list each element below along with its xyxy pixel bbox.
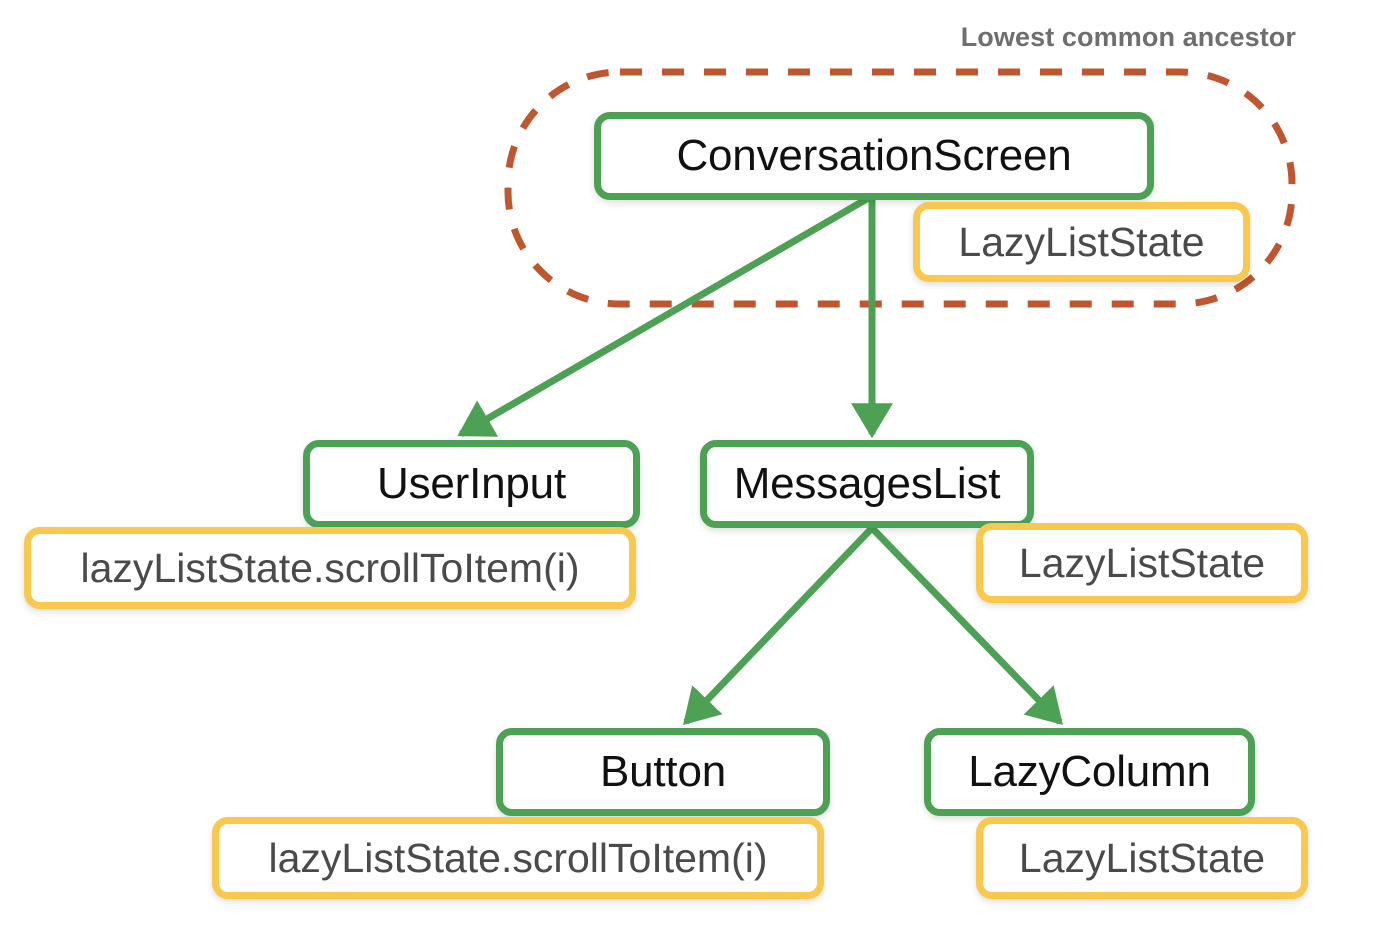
badge-messages-list-lazyliststate[interactable]: LazyListState [976, 523, 1308, 603]
badge-messages-list-label: LazyListState [1018, 539, 1266, 586]
badge-user-input-scroll-to-item[interactable]: lazyListState.scrollToItem(i) [24, 527, 636, 609]
lowest-common-ancestor-caption: Lowest common ancestor [960, 22, 1296, 52]
node-lazy-column[interactable]: LazyColumn [924, 728, 1255, 816]
node-button[interactable]: Button [496, 728, 830, 816]
node-lazy-column-label: LazyColumn [968, 747, 1211, 796]
badge-lazy-column-label: LazyListState [1018, 834, 1266, 881]
node-conversation-screen[interactable]: ConversationScreen [594, 112, 1154, 200]
edge-messageslist-to-button [683, 525, 875, 726]
node-conversation-screen-label: ConversationScreen [676, 131, 1072, 180]
badge-button-label: lazyListState.scrollToItem(i) [268, 834, 768, 881]
node-user-input-label: UserInput [377, 459, 566, 508]
badge-conversation-screen-label: LazyListState [958, 218, 1205, 265]
badge-lazy-column-lazyliststate[interactable]: LazyListState [976, 817, 1308, 899]
node-messages-list-label: MessagesList [733, 459, 1001, 508]
node-messages-list[interactable]: MessagesList [700, 440, 1034, 528]
badge-conversation-screen-lazyliststate[interactable]: LazyListState [913, 202, 1250, 282]
edge-conversationscreen-to-userinput [457, 192, 874, 438]
badge-button-scroll-to-item[interactable]: lazyListState.scrollToItem(i) [212, 817, 824, 899]
badge-user-input-label: lazyListState.scrollToItem(i) [80, 544, 580, 591]
node-user-input[interactable]: UserInput [303, 440, 640, 528]
node-button-label: Button [599, 747, 726, 796]
